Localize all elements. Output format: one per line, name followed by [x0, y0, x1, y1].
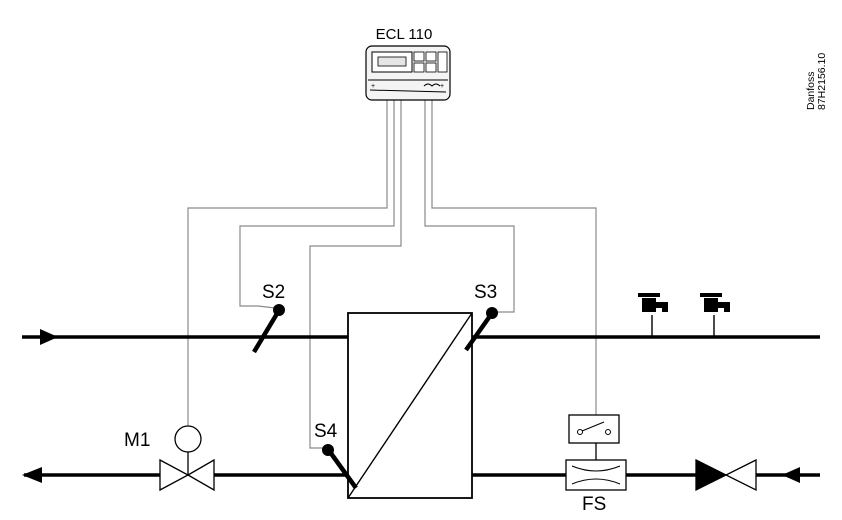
ecl-controller: ECL 110 + +	[365, 26, 451, 101]
flow-arrow-right-icon	[40, 329, 58, 345]
label-fs: FS	[582, 494, 606, 515]
flow-switch-icon	[565, 414, 627, 491]
flow-switch-fs: FS	[565, 414, 627, 515]
label-s3: S3	[474, 282, 497, 303]
temperature-sensor-icon	[464, 314, 492, 352]
flow-arrow-left-icon	[22, 467, 42, 483]
heat-exchanger-icon	[347, 312, 473, 499]
valve-icon	[724, 458, 757, 492]
label-s2: S2	[262, 282, 285, 303]
return-pipe	[22, 467, 820, 483]
motor-valve-m1: M1	[124, 425, 215, 492]
supply-pipe	[22, 329, 820, 345]
flow-arrow-inlet-icon	[782, 467, 800, 483]
check-valve-group	[695, 458, 757, 492]
controller-box-icon: + +	[365, 45, 451, 101]
tap-2	[700, 293, 730, 337]
svg-text:+: +	[440, 83, 444, 90]
sensor-s2: S2	[252, 282, 285, 354]
tap-1	[638, 293, 668, 337]
label-m1: M1	[124, 430, 150, 451]
temperature-sensor-icon	[252, 310, 280, 354]
wire-s3	[424, 100, 515, 313]
side-label: Danfoss 87H2156.10	[805, 53, 828, 110]
label-s4: S4	[314, 421, 338, 442]
temperature-sensor-icon	[328, 450, 358, 490]
wire-s4	[309, 100, 402, 449]
sensor-s3: S3	[464, 282, 498, 352]
wire-s2	[239, 100, 395, 309]
motor-actuator-icon	[174, 425, 202, 453]
wire-m1	[187, 100, 388, 428]
control-wires	[187, 100, 597, 449]
check-valve-icon	[695, 458, 728, 492]
controller-title: ECL 110	[376, 26, 433, 43]
side-brand: Danfoss	[805, 71, 817, 110]
sensor-s4: S4	[314, 421, 358, 490]
svg-text:+: +	[371, 83, 375, 90]
valve-icon	[159, 458, 190, 492]
wire-fs	[431, 100, 597, 415]
side-code: 87H2156.10	[816, 53, 828, 110]
water-tap-icon	[638, 293, 668, 337]
water-tap-icon	[700, 293, 730, 337]
